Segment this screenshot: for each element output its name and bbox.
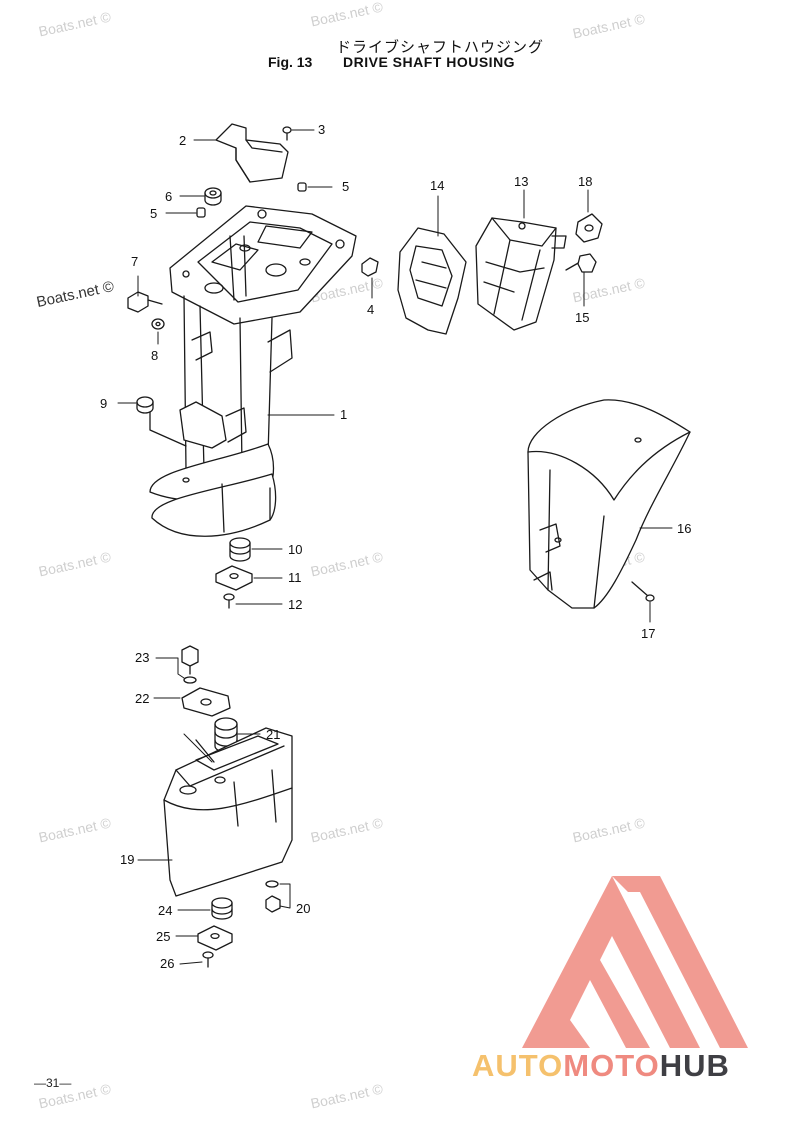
callout-3: 3 bbox=[318, 122, 325, 137]
callout-22: 22 bbox=[135, 691, 149, 706]
title-japanese: ドライブシャフトハウジング bbox=[336, 38, 545, 56]
brand-logo-mark bbox=[522, 876, 748, 1048]
part-26-bolt bbox=[202, 951, 214, 968]
callout-14: 14 bbox=[430, 178, 444, 193]
part-5-collar bbox=[196, 207, 206, 218]
brand-wordmark: AUTOMOTOHUB bbox=[472, 1048, 730, 1084]
callout-6: 6 bbox=[165, 189, 172, 204]
callout-1: 1 bbox=[340, 407, 347, 422]
part-7-bolt bbox=[127, 291, 163, 313]
part-17-screw bbox=[631, 581, 655, 602]
callout-8: 8 bbox=[151, 348, 158, 363]
part-13-exhaust-guide bbox=[475, 217, 567, 331]
leader-lines bbox=[117, 129, 673, 965]
brand-part-auto: AUTO bbox=[472, 1048, 564, 1083]
part-20-bolt bbox=[265, 880, 281, 913]
callout-24: 24 bbox=[158, 903, 172, 918]
callout-10: 10 bbox=[288, 542, 302, 557]
part-23-bolt bbox=[181, 645, 199, 684]
part-24-mount-rubber bbox=[211, 897, 233, 920]
callout-9: 9 bbox=[100, 396, 107, 411]
callout-4: 4 bbox=[367, 302, 374, 317]
callout-5: 5 bbox=[342, 179, 349, 194]
figure-title: DRIVE SHAFT HOUSING bbox=[343, 54, 516, 70]
part-5-collar bbox=[297, 182, 307, 192]
callout-7: 7 bbox=[131, 254, 138, 269]
callout-18: 18 bbox=[578, 174, 592, 189]
callout-23: 23 bbox=[135, 650, 149, 665]
callout-20: 20 bbox=[296, 901, 310, 916]
callout-12: 12 bbox=[288, 597, 302, 612]
part-8-washer bbox=[151, 318, 165, 330]
callout-25: 25 bbox=[156, 929, 170, 944]
callout-15: 15 bbox=[575, 310, 589, 325]
part-11-retainer bbox=[215, 565, 253, 591]
part-10-mount-rubber bbox=[229, 537, 251, 562]
callout-labels: 2 3 5 6 5 7 8 9 1 4 14 13 18 15 16 17 10… bbox=[100, 122, 691, 971]
part-16-exhaust-cover bbox=[527, 399, 691, 609]
figure-number: Fig. 13 bbox=[268, 54, 313, 70]
page-number: —31— bbox=[34, 1076, 72, 1090]
part-2-bracket bbox=[215, 123, 289, 183]
callout-5: 5 bbox=[150, 206, 157, 221]
part-9-plug bbox=[136, 396, 187, 447]
part-12-bolt bbox=[223, 593, 235, 609]
callout-2: 2 bbox=[179, 133, 186, 148]
part-15-bolt bbox=[565, 253, 597, 273]
brand-part-hub: HUB bbox=[659, 1048, 730, 1083]
callout-16: 16 bbox=[677, 521, 691, 536]
callout-13: 13 bbox=[514, 174, 528, 189]
part-6-grommet bbox=[204, 187, 222, 206]
part-25-retainer bbox=[197, 925, 233, 951]
part-14-gasket bbox=[397, 227, 467, 335]
callout-21: 21 bbox=[266, 727, 280, 742]
part-4-bolt bbox=[361, 257, 379, 277]
part-22-plate bbox=[181, 687, 231, 717]
callout-17: 17 bbox=[641, 626, 655, 641]
part-1-drive-shaft-housing bbox=[149, 205, 357, 537]
part-3-screw bbox=[282, 126, 292, 141]
callout-19: 19 bbox=[120, 852, 134, 867]
callout-26: 26 bbox=[160, 956, 174, 971]
part-19-lower-cover bbox=[163, 727, 293, 897]
brand-part-moto: MOTO bbox=[563, 1048, 660, 1083]
part-18-nut bbox=[575, 213, 603, 243]
callout-11: 11 bbox=[288, 570, 302, 585]
